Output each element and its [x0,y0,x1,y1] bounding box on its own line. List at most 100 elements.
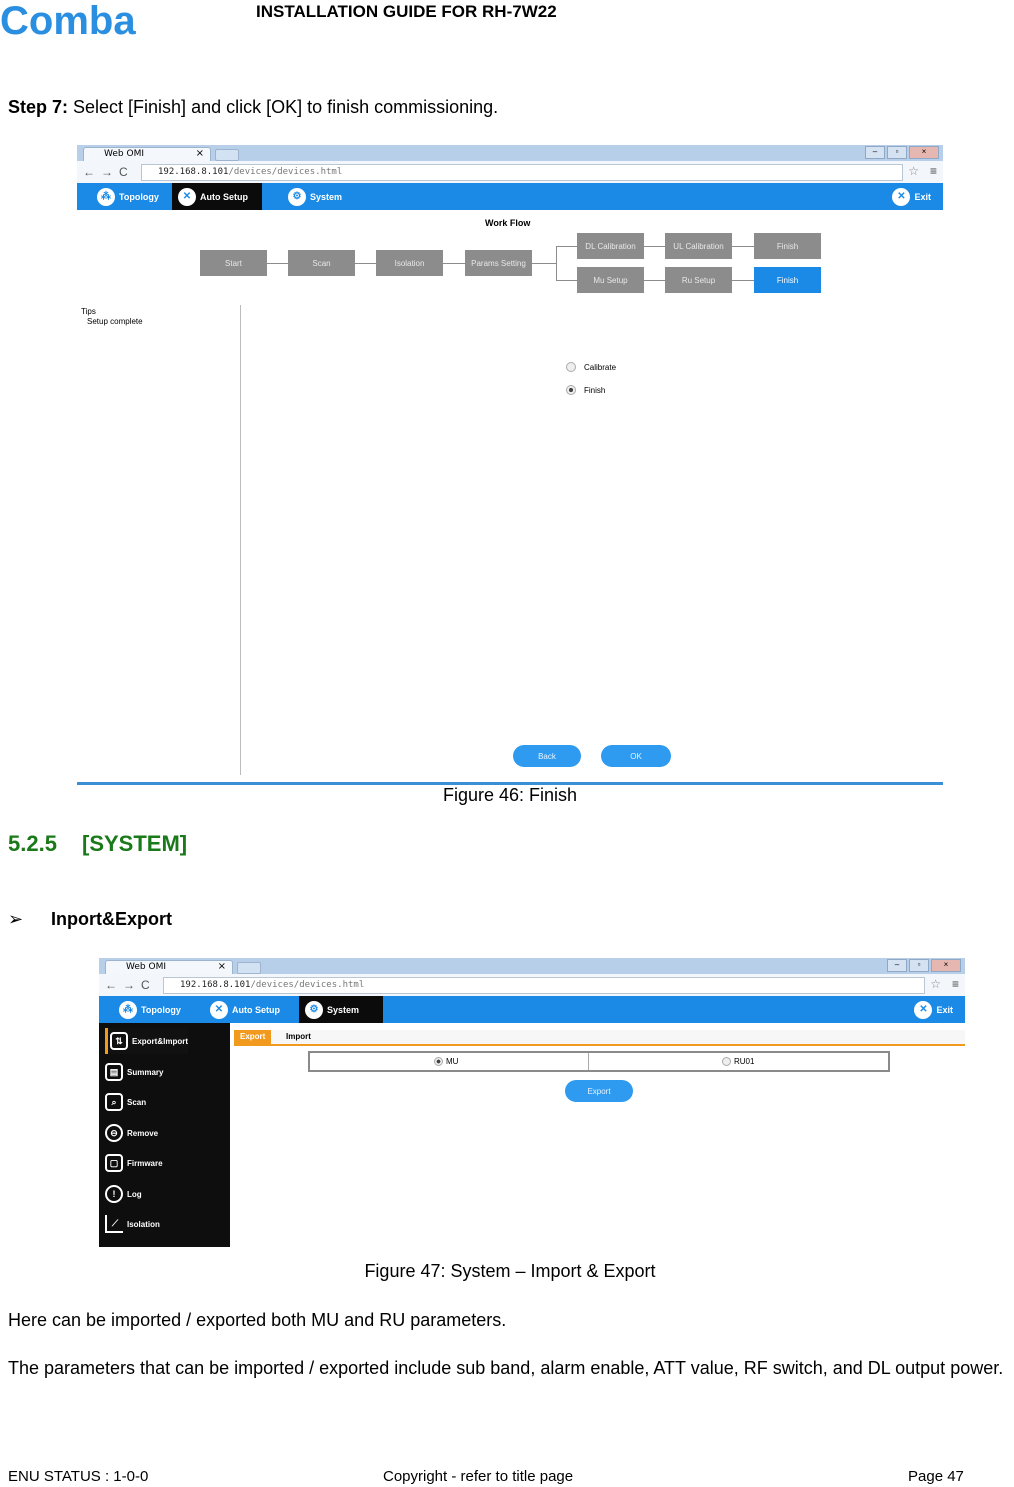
maximize-icon[interactable]: ▫ [909,959,929,972]
nav-exit-label-2: Exit [936,1004,953,1015]
nav-system[interactable]: ⚙ System [282,183,348,210]
close-window-icon[interactable]: × [931,959,961,972]
url-field-2[interactable]: 192.168.8.101/devices/devices.html [163,977,925,994]
wf-step-finish-current: Finish [754,267,821,293]
nav-exit-2[interactable]: ✕Exit [908,996,959,1023]
close-window-icon[interactable]: × [909,146,939,159]
bullet-text: Inport&Export [51,909,172,929]
app-navbar: ⁂Topology ✕Auto Setup ⚙ System ✕Exit [77,183,943,210]
summary-icon: ▤ [105,1063,123,1081]
firmware-icon: ▢ [105,1154,123,1172]
wf-step-dl-calibration: DL Calibration [577,233,644,259]
option-mu[interactable]: MU [434,1053,458,1070]
document-title: INSTALLATION GUIDE FOR RH-7W22 [256,2,557,21]
bookmark-star-icon[interactable]: ☆ [930,977,941,991]
minimize-icon[interactable]: – [865,146,885,159]
browser-titlebar-2: Web OMI× –▫× [99,958,965,975]
nav-arrows-icon[interactable]: ←→C [105,978,156,992]
option-calibrate-label: Calibrate [584,362,617,372]
minimize-icon[interactable]: – [887,959,907,972]
browser-menu-icon[interactable]: ≡ [951,977,959,991]
option-calibrate[interactable]: Calibrate [566,362,616,372]
sidebar-item-export-import[interactable]: ⇅ Export&Import [105,1028,188,1054]
sidebar-item-isolation[interactable]: ⟋Isolation [105,1211,160,1237]
maximize-icon[interactable]: ▫ [887,146,907,159]
system-sidebar: ⇅ Export&Import ▤ Summary ⌕ Scan ⊖Remove ▢ F… [99,1023,230,1247]
browser-tab[interactable]: Web OMI × [83,147,211,162]
window-controls-2: –▫× [887,959,961,972]
tab-export[interactable]: Export [234,1030,272,1044]
sidebar-label-summary: Summary [127,1067,164,1077]
logo-text: Comba [0,0,136,40]
tab-close-icon[interactable]: × [195,148,204,159]
url-field[interactable]: 192.168.8.101/devices/devices.html [141,164,903,181]
workflow-title: Work Flow [485,218,531,228]
log-icon: ! [105,1185,123,1203]
sidebar-item-log[interactable]: ! Log [105,1181,142,1207]
tab-close-icon-2[interactable]: × [217,961,226,972]
nav-topology[interactable]: ⁂Topology [91,183,165,210]
sidebar-label-log: Log [127,1189,142,1199]
wf-step-params-setting: Params Setting [465,250,532,276]
app-navbar-2: ⁂Topology ✕Auto Setup ⚙System ✕Exit [99,996,965,1023]
footer-copyright: Copyright - refer to title page [383,1468,574,1485]
new-tab-button-2[interactable] [237,962,261,974]
gear-icon: ⚙ [288,187,306,206]
bullet-inport-export: ➢Inport&Export [8,909,172,930]
url-path-2: /devices/devices.html [250,980,365,990]
wrench-icon: ✕ [178,187,196,206]
option-ru01[interactable]: RU01 [722,1053,754,1070]
tab-import[interactable]: Import [286,1032,311,1041]
tips-label: Tips [81,307,96,316]
window-controls: –▫× [865,146,939,159]
ok-button[interactable]: OK [601,745,671,767]
paragraph-2: The parameters that can be imported / ex… [8,1358,1004,1378]
nav-auto-setup[interactable]: ✕Auto Setup [172,183,262,210]
nav-topology-label-2: Topology [141,1004,181,1015]
section-title: [SYSTEM] [82,831,188,856]
url-host: 192.168.8.101 [158,167,229,177]
step-text: Select [Finish] and click [OK] to finish… [68,97,499,117]
nav-arrows-icon[interactable]: ←→C [83,165,134,179]
nav-exit[interactable]: ✕Exit [886,183,937,210]
sidebar-label-scan: Scan [127,1097,147,1107]
radio-calibrate[interactable] [566,362,576,372]
wf-step-mu-setup: Mu Setup [577,267,644,293]
sidebar-label-remove: Remove [127,1128,159,1138]
radio-mu[interactable] [434,1057,443,1066]
paragraph-1: Here can be imported / exported both MU … [8,1310,507,1330]
address-bar-2: ←→C 192.168.8.101/devices/devices.html ☆… [99,974,965,997]
browser-menu-icon[interactable]: ≡ [929,164,937,178]
nav-auto-setup-2[interactable]: ✕Auto Setup [204,996,286,1023]
radio-finish[interactable] [566,385,576,395]
sidebar-item-firmware[interactable]: ▢ Firmware [105,1150,163,1176]
browser-titlebar: Web OMI× –▫× [77,145,943,162]
url-host-2: 192.168.8.101 [180,980,251,990]
nav-system-label: System [310,191,343,202]
step-7-instruction: Step 7: Select [Finish] and click [OK] t… [8,97,498,118]
option-finish[interactable]: Finish [566,385,605,395]
tab-title: Web OMI [104,149,144,159]
sidebar-item-scan[interactable]: ⌕ Scan [105,1089,146,1115]
nav-topology-2[interactable]: ⁂Topology [113,996,187,1023]
back-button[interactable]: Back [513,745,581,767]
option-ru01-label: RU01 [734,1057,755,1066]
radio-ru01[interactable] [722,1057,731,1066]
scan-icon: ⌕ [105,1093,123,1111]
sidebar-label-export-import: Export&Import [132,1036,188,1046]
tips-panel: Tips Setup complete [81,307,143,327]
browser-tab-2[interactable]: Web OMI× [105,960,233,975]
bookmark-star-icon[interactable]: ☆ [908,164,919,178]
sidebar-label-firmware: Firmware [127,1158,163,1168]
nav-system-2[interactable]: ⚙System [299,996,383,1023]
sidebar-item-summary[interactable]: ▤ Summary [105,1059,163,1085]
new-tab-button[interactable] [215,149,239,161]
footer-status: ENU STATUS : 1-0-0 [8,1468,149,1485]
sidebar-label-isolation: Isolation [127,1219,160,1229]
wf-step-finish-upper: Finish [754,233,821,259]
sidebar-item-remove[interactable]: ⊖Remove [105,1120,158,1146]
comba-logo: Comba [0,0,136,40]
export-import-icon: ⇅ [110,1032,128,1050]
export-button[interactable]: Export [565,1080,633,1102]
figure-47-caption: Figure 47: System – Import & Export [364,1261,656,1281]
